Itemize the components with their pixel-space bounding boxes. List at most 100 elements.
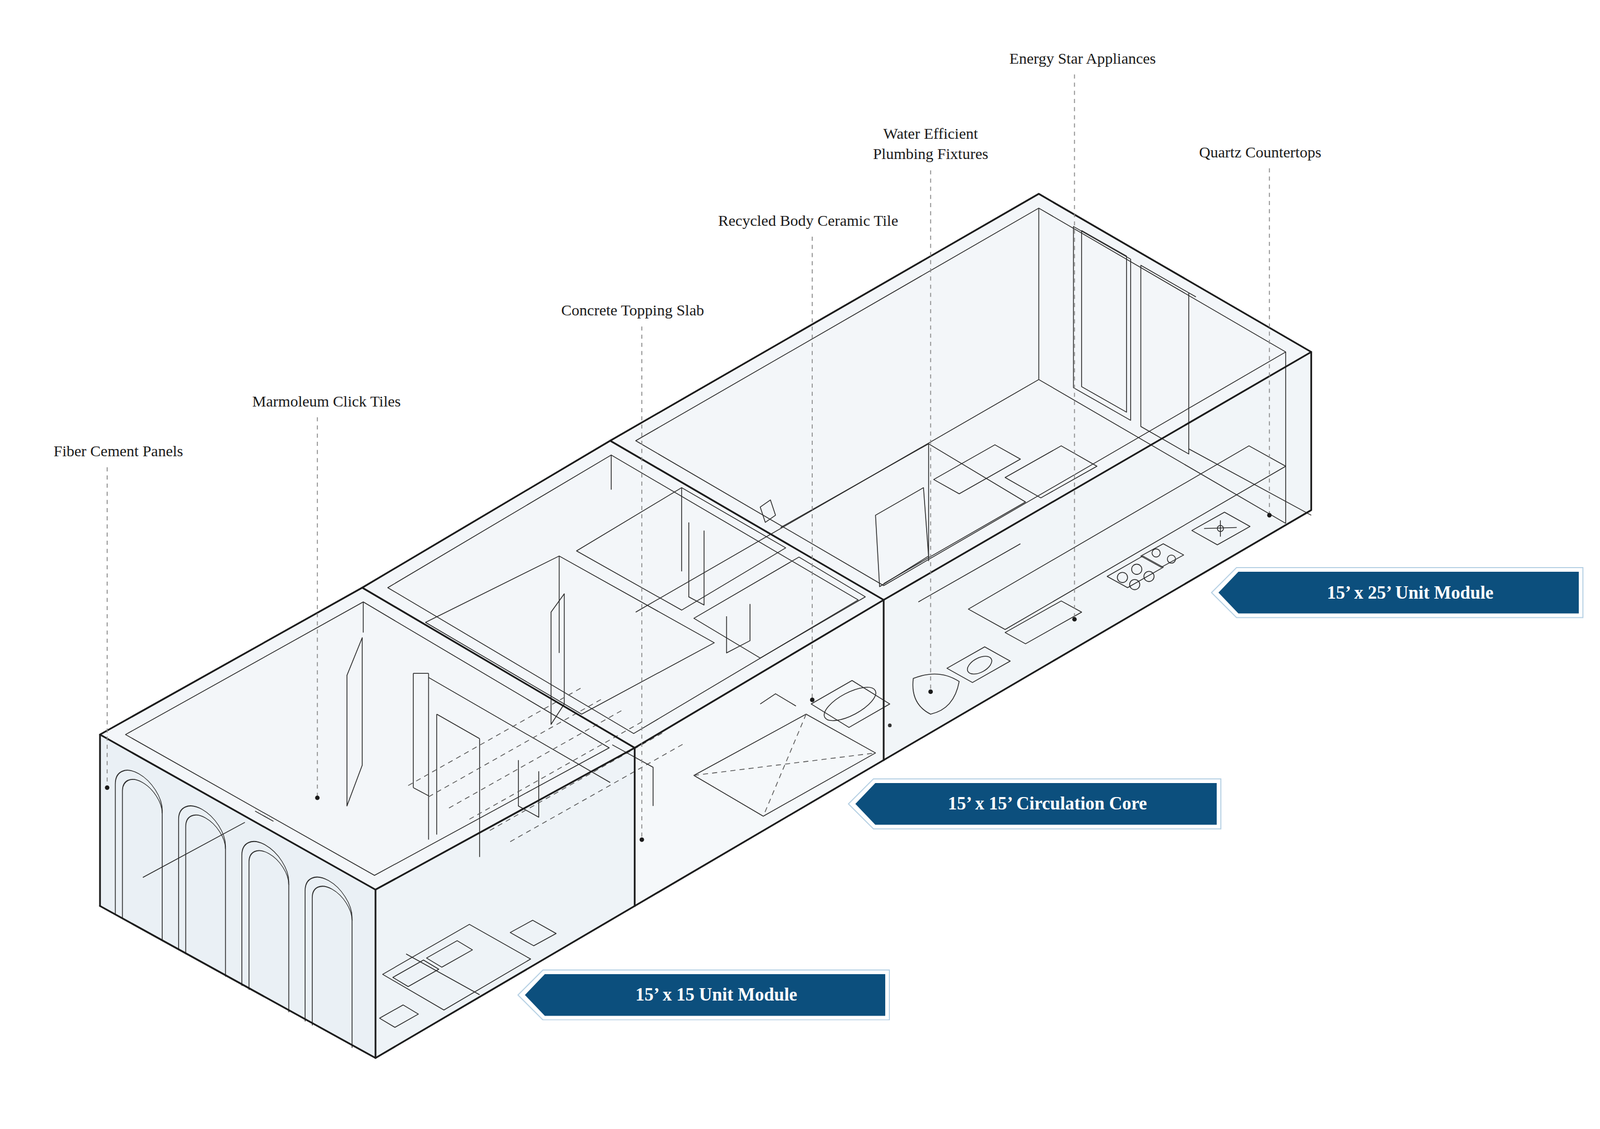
bed-part: [392, 960, 439, 987]
unit-interior: [760, 226, 1312, 602]
kitchen-counter-part: [1004, 600, 1082, 644]
module-outlines-part: [99, 587, 635, 890]
unit-interior-part: [933, 444, 1021, 495]
left-module-interior-part: [413, 787, 429, 797]
leader-lines-part: [811, 236, 813, 700]
arched-openings-part: [122, 771, 163, 942]
module-faces-part: [883, 352, 1311, 761]
bath-fixtures-part: [819, 680, 881, 728]
leader-lines-part: [930, 170, 932, 693]
bed-part: [406, 954, 480, 996]
tag-outline: [517, 970, 890, 1021]
arched-openings-part: [305, 867, 353, 1048]
leader-lines-part: [1074, 74, 1076, 620]
unit-interior-part: [1188, 292, 1196, 297]
unit-interior-part: [1081, 230, 1127, 413]
core-interior-part: [469, 721, 643, 820]
unit-interior-part: [780, 443, 1026, 584]
module-outlines-part: [882, 599, 885, 760]
unit-interior-part: [1004, 445, 1097, 498]
bath-fixtures-part: [912, 673, 959, 715]
sink: [1191, 512, 1250, 545]
bath-fixtures-part: [811, 680, 890, 728]
arched-openings-part: [249, 842, 290, 1013]
material-callout: Energy Star Appliances: [1009, 48, 1157, 69]
leader-dots: [105, 513, 1273, 843]
module-faces-part: [99, 193, 1311, 1059]
leader-lines: [107, 74, 1270, 840]
material-callout: Fiber Cement Panels: [53, 440, 184, 461]
leader-lines-part: [106, 467, 108, 788]
module-faces-part: [99, 734, 376, 1058]
cooktop-part: [1143, 571, 1155, 582]
leader-dots-part: [810, 697, 815, 703]
inner-wall-lines-part: [1285, 352, 1287, 524]
inner-wall-lines: [125, 208, 1286, 876]
module-outlines-part: [633, 747, 636, 906]
left-module-interior-part: [436, 714, 480, 739]
left-module-interior-part: [413, 672, 429, 674]
core-interior-part: [612, 744, 654, 806]
leader-dots-part: [105, 785, 110, 791]
arched-openings-part: [178, 796, 226, 977]
inner-wall-lines-part: [363, 601, 365, 633]
core-interior-part: [726, 603, 751, 654]
tag-fill: [524, 974, 886, 1017]
sink-part: [1217, 525, 1224, 532]
cooktop-part: [1140, 543, 1184, 568]
leader-lines-part: [316, 417, 319, 799]
module-faces-part: [634, 599, 884, 906]
cooktop-part: [1129, 579, 1141, 590]
arched-openings-part: [115, 760, 163, 942]
left-module-interior-part: [142, 822, 245, 878]
cooktop-part: [1167, 555, 1176, 564]
leader-dots-part: [1072, 616, 1077, 622]
left-module-interior-part: [255, 811, 274, 822]
inner-wall-lines-part: [1038, 208, 1040, 380]
material-callout: Water Efficient Plumbing Fixtures: [858, 123, 1004, 164]
bath-fixtures-part: [887, 723, 892, 728]
bed-part: [379, 1004, 419, 1028]
bed-part: [382, 924, 531, 1011]
left-module-interior-part: [347, 637, 363, 806]
module-outlines-part: [98, 734, 101, 906]
left-module-interior-part: [479, 738, 481, 858]
bath-fixtures: [811, 646, 1011, 728]
module-tag: 15’ x 15 Unit Module: [517, 969, 890, 1021]
material-callout: Marmoleum Click Tiles: [252, 391, 401, 412]
left-module-interior-part: [412, 673, 414, 788]
module-faces: [99, 193, 1311, 1059]
arched-openings-part: [185, 806, 226, 977]
bed-part: [426, 940, 473, 968]
leader-dots-part: [928, 689, 933, 695]
core-interior-part: [576, 487, 786, 611]
left-module-interior-part: [436, 714, 438, 835]
bed-part: [510, 920, 557, 946]
left-module-interior-part: [428, 677, 611, 783]
inner-wall-lines-part: [1038, 379, 1286, 524]
module-outlines-part: [374, 889, 377, 1059]
unit-interior-part: [1188, 449, 1311, 516]
core-interior-part: [694, 753, 876, 776]
cooktop-part: [1151, 549, 1161, 558]
leader-lines-part: [641, 326, 643, 840]
left-module-interior-part: [428, 673, 430, 840]
module-outlines: [99, 193, 1311, 1059]
unit-interior-part: [1140, 265, 1189, 454]
module-tag-text: 15’ x 15’ Circulation Core: [947, 793, 1147, 815]
core-interior-part: [763, 714, 807, 817]
core-interior-part: [425, 556, 715, 715]
inner-wall-lines-part: [610, 455, 612, 490]
arched-openings-part: [241, 831, 290, 1013]
unit-interior-part: [928, 443, 930, 562]
bath-fixtures-part: [964, 652, 995, 678]
tag-fill: [1218, 571, 1580, 614]
unit-interior-part: [918, 543, 1021, 602]
material-callout: Quartz Countertops: [1199, 141, 1322, 163]
material-callout: Recycled Body Ceramic Tile: [718, 210, 899, 231]
left-module-interior-part: [518, 760, 539, 818]
module-tag-text: 15’ x 25’ Unit Module: [1327, 582, 1494, 604]
bed: [379, 920, 557, 1028]
module-outlines-part: [362, 440, 884, 748]
